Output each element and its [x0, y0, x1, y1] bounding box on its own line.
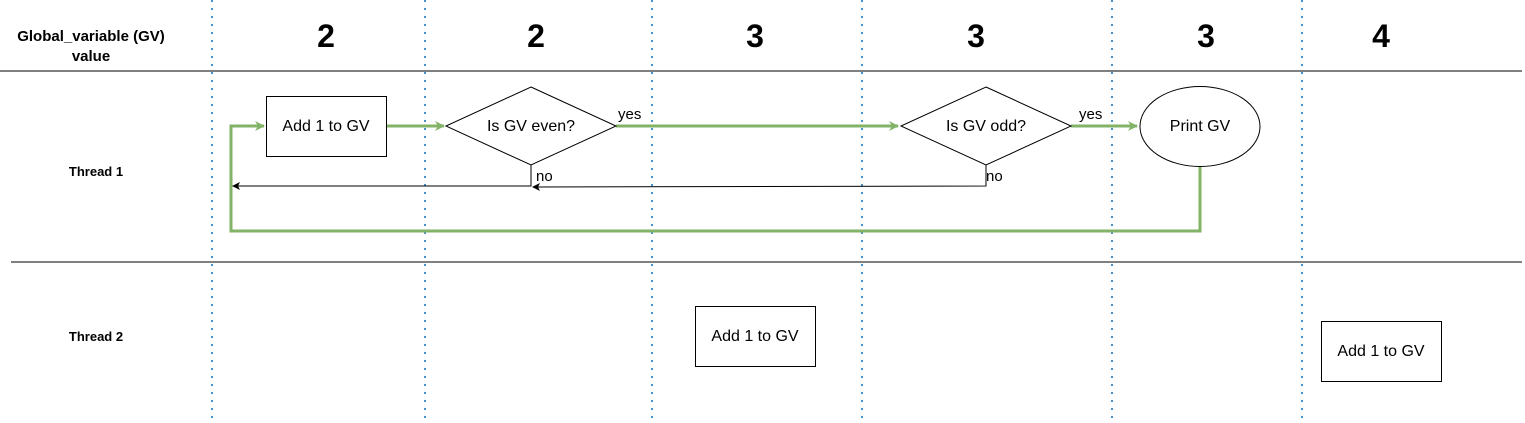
thread2-add-text-first: Add 1 to GV — [711, 328, 798, 345]
thread1-main-flow — [229, 121, 1202, 233]
add-gv-box — [266, 96, 387, 157]
node-add-gv: Add 1 to GV — [266, 96, 387, 157]
node-is-odd: Is GV odd? — [899, 86, 1073, 166]
gv-value-6: 4 — [1372, 18, 1390, 54]
column-separators — [211, 0, 1303, 423]
thread2-node-add-second: Add 1 to GV — [1321, 321, 1442, 382]
node-is-even: Is GV even? — [444, 86, 618, 166]
even-no-arrow — [232, 165, 532, 190]
gv-value-4: 3 — [967, 18, 985, 54]
odd-no-arrow — [532, 165, 987, 191]
is-odd-diamond — [899, 86, 1073, 166]
print-gv-text: Print GV — [1170, 118, 1231, 135]
loop-back-arrow — [229, 121, 1202, 233]
even-yes-label: yes — [618, 106, 641, 123]
thread2-add-box-second — [1321, 321, 1442, 382]
gv-value-3: 3 — [746, 18, 764, 54]
gv-value-1: 2 — [317, 18, 335, 54]
thread2-add-text-second: Add 1 to GV — [1337, 343, 1424, 360]
gv-value-5: 3 — [1197, 18, 1215, 54]
add-gv-text: Add 1 to GV — [282, 118, 369, 135]
is-even-text: Is GV even? — [487, 118, 575, 135]
is-even-diamond — [444, 86, 618, 166]
gv-header-label-value: value — [72, 48, 110, 65]
even-no-label: no — [536, 168, 553, 185]
print-gv-ellipse — [1139, 86, 1261, 167]
lane-label-thread-2: Thread 2 — [69, 329, 123, 344]
gv-header-label: Global_variable (GV) — [17, 28, 165, 45]
odd-no-label: no — [986, 168, 1003, 185]
thread2-add-box-first — [695, 306, 816, 367]
gv-value-2: 2 — [527, 18, 545, 54]
thread2-node-add-first: Add 1 to GV — [695, 306, 816, 367]
lane-label-thread-1: Thread 1 — [69, 164, 123, 179]
node-print-gv: Print GV — [1139, 86, 1261, 167]
is-odd-text: Is GV odd? — [946, 118, 1026, 135]
odd-yes-label: yes — [1079, 106, 1102, 123]
